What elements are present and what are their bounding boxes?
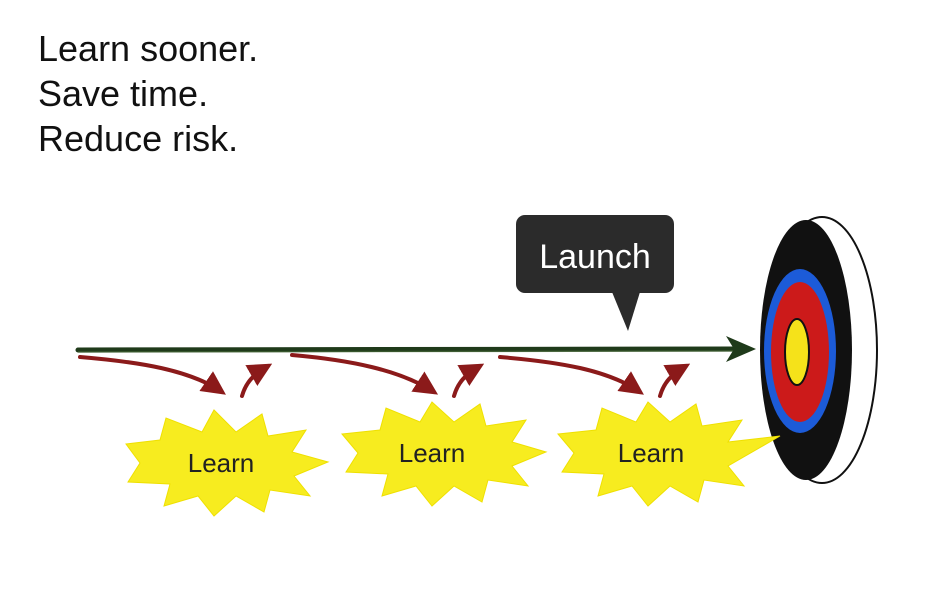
loop-arrow-down-3 [498, 355, 644, 395]
loop-arrow-down-1 [78, 355, 226, 395]
learn-burst-1: Learn [125, 409, 330, 517]
tagline-line-1: Learn sooner. [38, 28, 259, 69]
tagline-line-3: Reduce risk. [38, 118, 239, 159]
loop-arrow-up-2 [452, 363, 485, 398]
loop-arrow-up-1 [240, 363, 273, 398]
tagline-line-2: Save time. [38, 73, 209, 114]
learn-label-2: Learn [399, 438, 466, 468]
loop-arrow-up-3 [658, 363, 691, 398]
target-bullseye-icon [760, 216, 878, 484]
loop-arrows [78, 353, 691, 398]
launch-label: Launch [539, 238, 651, 276]
learn-burst-3: Learn [557, 401, 781, 507]
learn-label-3: Learn [618, 438, 685, 468]
learn-burst-2: Learn [341, 401, 548, 507]
main-arrow [75, 336, 756, 362]
loop-arrow-down-2 [290, 353, 439, 395]
tagline: Learn sooner. Save time. Reduce risk. [38, 26, 258, 161]
launch-callout: Launch [516, 215, 674, 331]
learn-label-1: Learn [188, 448, 255, 478]
